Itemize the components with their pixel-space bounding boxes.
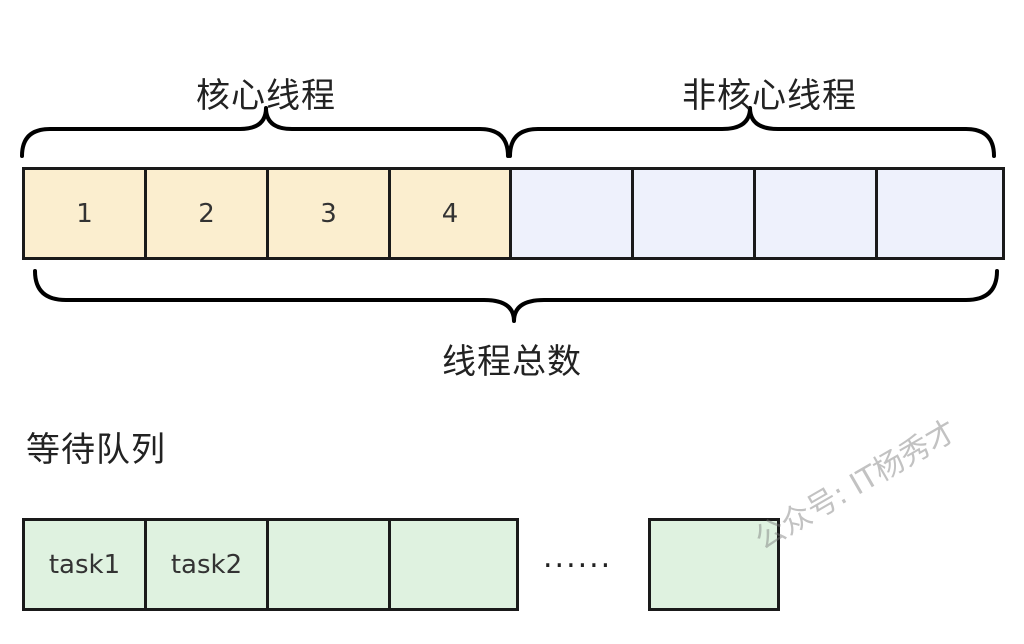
queue-cell-1: task1 bbox=[22, 518, 147, 611]
pool-cell-label: 2 bbox=[198, 198, 215, 229]
wait-queue-label: 等待队列 bbox=[26, 430, 166, 470]
core-threads-brace bbox=[20, 106, 510, 158]
total-threads-label: 线程总数 bbox=[442, 342, 582, 382]
queue-cell-3 bbox=[266, 518, 391, 611]
pool-cell-noncore-4 bbox=[875, 167, 1005, 260]
pool-cell-label: 4 bbox=[441, 198, 459, 229]
pool-cell-noncore-1 bbox=[509, 167, 634, 260]
queue-cell-2: task2 bbox=[144, 518, 269, 611]
pool-cell-noncore-3 bbox=[753, 167, 878, 260]
core-threads-label: 核心线程 bbox=[196, 76, 336, 116]
pool-cell-core-3: 3 bbox=[266, 167, 391, 260]
queue-cell-label: task2 bbox=[170, 549, 243, 580]
queue-cell-last bbox=[648, 518, 780, 611]
queue-cell-4 bbox=[388, 518, 519, 611]
noncore-threads-brace bbox=[508, 106, 996, 158]
queue-cell-label: task1 bbox=[48, 549, 121, 580]
pool-cell-core-2: 2 bbox=[144, 167, 269, 260]
queue-ellipsis: ...... bbox=[543, 540, 613, 575]
pool-cell-core-1: 1 bbox=[22, 167, 147, 260]
pool-cell-core-4: 4 bbox=[388, 167, 512, 260]
pool-cell-noncore-2 bbox=[631, 167, 756, 260]
pool-cell-label: 1 bbox=[76, 198, 93, 229]
noncore-threads-label: 非核心线程 bbox=[682, 76, 857, 116]
total-threads-brace bbox=[33, 269, 999, 323]
pool-cell-label: 3 bbox=[320, 198, 337, 229]
